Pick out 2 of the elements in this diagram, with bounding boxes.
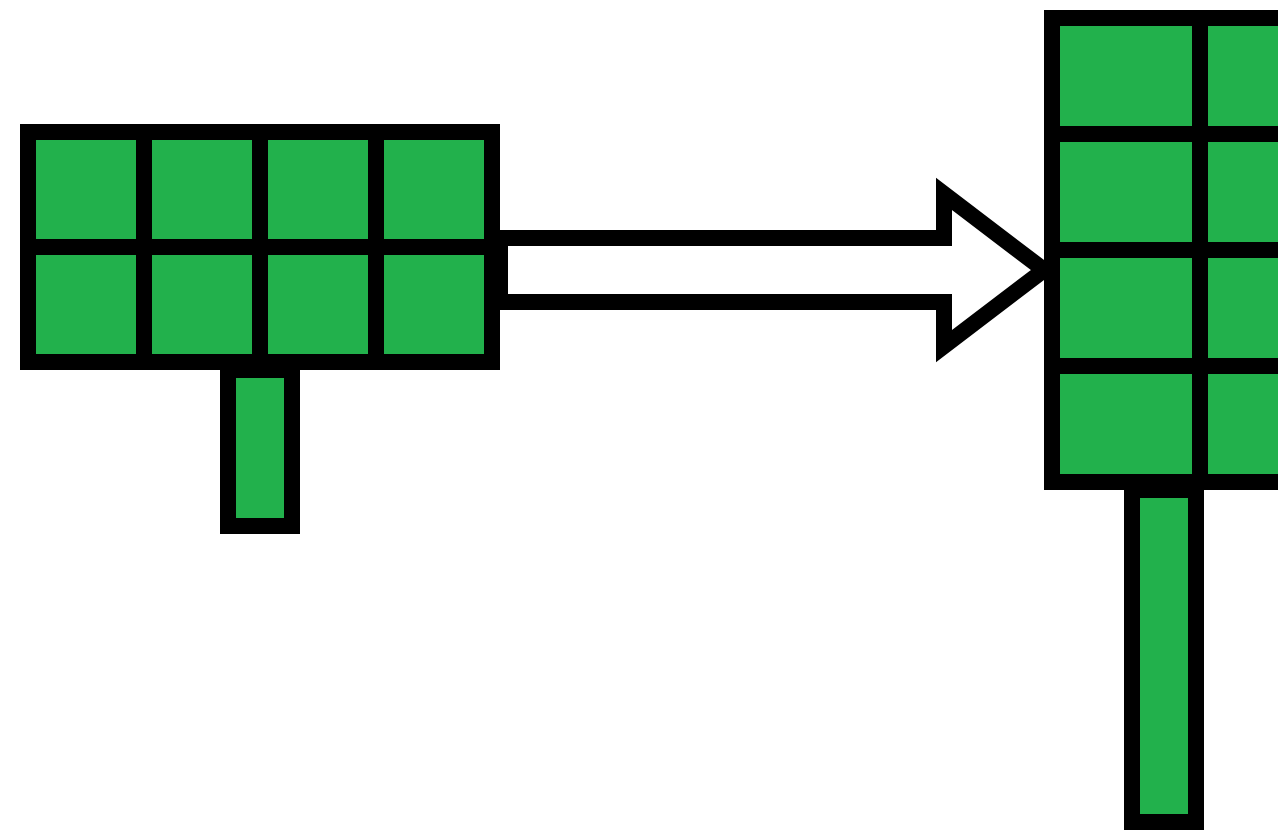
panel-on-post-drawing [20,124,500,534]
panel-on-post-drawing [1044,10,1278,830]
